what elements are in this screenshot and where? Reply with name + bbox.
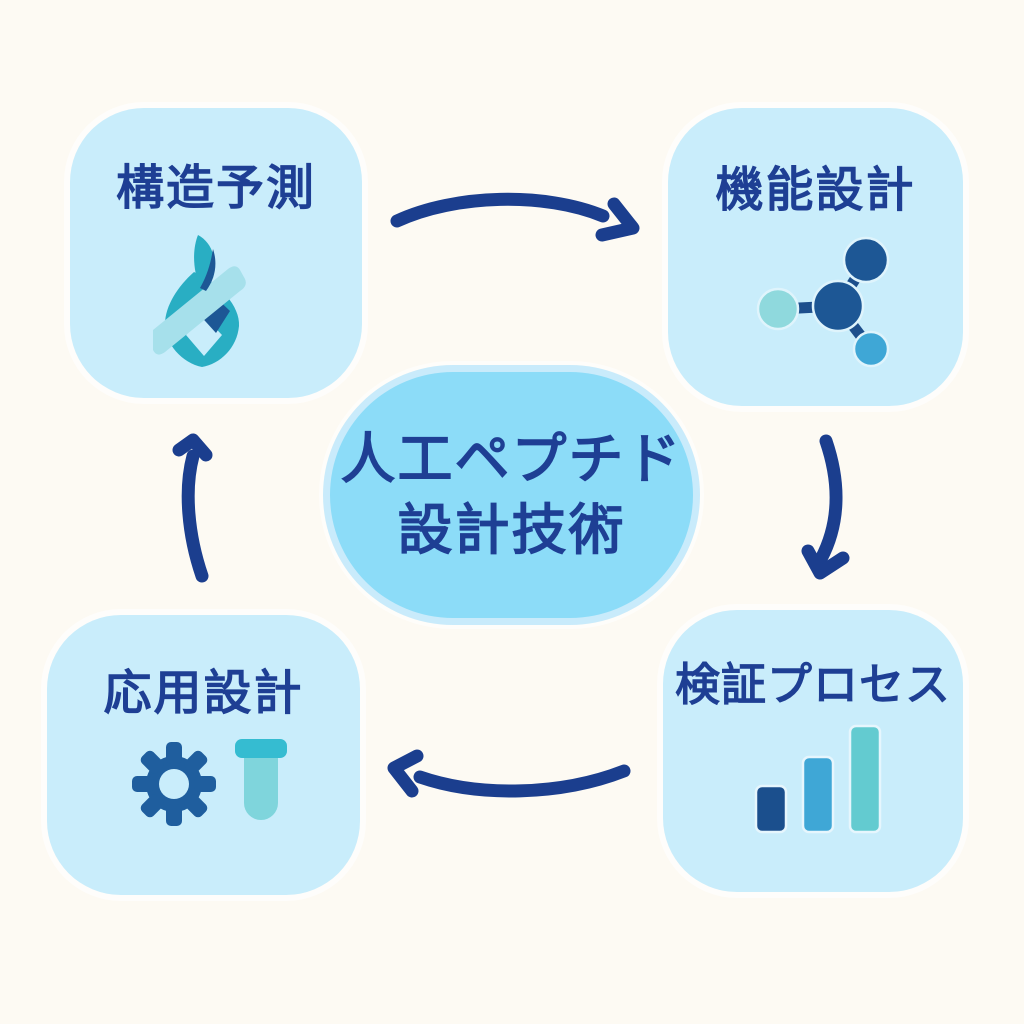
arrow-structure-to-function	[390, 192, 640, 242]
node-applied-design-label: 応用設計	[103, 665, 304, 721]
applied-design-icon-group	[131, 737, 287, 829]
protein-ribbon-icon	[153, 235, 246, 367]
molecule-icon	[756, 236, 890, 368]
arrow-verification-to-application	[387, 749, 631, 798]
gear-icon	[132, 742, 216, 826]
arrow-function-to-verification	[801, 434, 850, 580]
node-verification-process-label: 検証プロセス	[674, 658, 951, 711]
node-verification-process: 検証プロセス	[663, 610, 963, 892]
test-tube-icon	[235, 739, 287, 820]
node-structure-prediction: 構造予測	[70, 108, 362, 398]
arrow-application-to-structure	[172, 433, 213, 583]
bar-chart-icon	[754, 724, 882, 834]
hub-artificial-peptide-design: 人工ペプチド 設計技術	[330, 372, 693, 618]
node-function-design-label: 機能設計	[715, 162, 916, 218]
hub-title-line2: 設計技術	[397, 498, 626, 562]
node-structure-prediction-label: 構造予測	[115, 160, 316, 216]
node-function-design: 機能設計	[668, 108, 963, 406]
node-applied-design: 応用設計	[47, 615, 360, 895]
hub-title-line1: 人工ペプチド	[340, 426, 683, 491]
